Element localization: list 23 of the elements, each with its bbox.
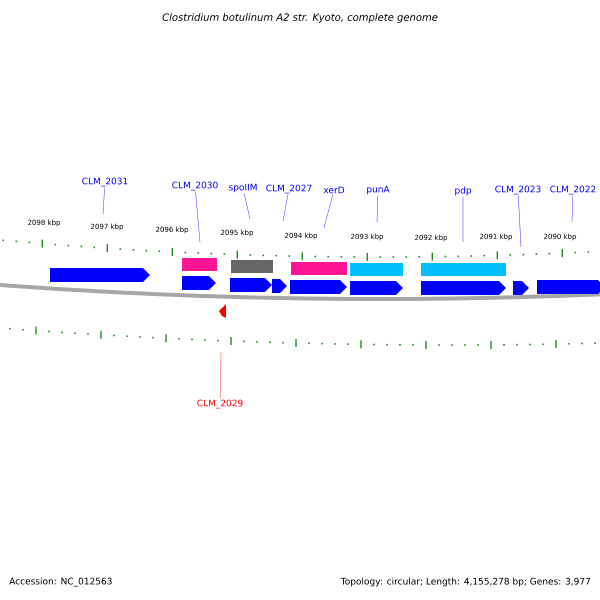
genome-info-text: Topology: circular; Length: 4,155,278 bp; Genes: 3,977 — [340, 578, 590, 586]
leader-line — [102, 187, 105, 214]
accession-text: Accession: NC_012563 — [9, 578, 112, 586]
gene-label: CLM_2022 — [550, 186, 596, 194]
leader-line — [572, 195, 574, 222]
leader-line — [195, 191, 200, 242]
gene-label: CLM_2029 — [197, 400, 243, 408]
gene-label: xerD — [324, 186, 344, 194]
leader-line — [376, 195, 378, 222]
gene-label: CLM_2023 — [495, 186, 540, 194]
gene-label: CLM_2031 — [82, 178, 128, 186]
leader-line — [244, 193, 250, 220]
gene-label: pdp — [455, 186, 472, 196]
leader-line — [282, 194, 288, 222]
title: Clostridium botulinum A2 str. Kyoto, complete genome — [162, 13, 438, 23]
leader-line — [324, 194, 333, 228]
gene-label: CLM_2027 — [266, 184, 312, 194]
leader-line — [220, 352, 222, 399]
gene-label: CLM_2030 — [172, 182, 218, 190]
gene-label: punA — [367, 186, 390, 194]
leader-line — [518, 195, 522, 248]
leader-line — [462, 196, 464, 242]
gene-label: spoIIM — [229, 184, 257, 192]
